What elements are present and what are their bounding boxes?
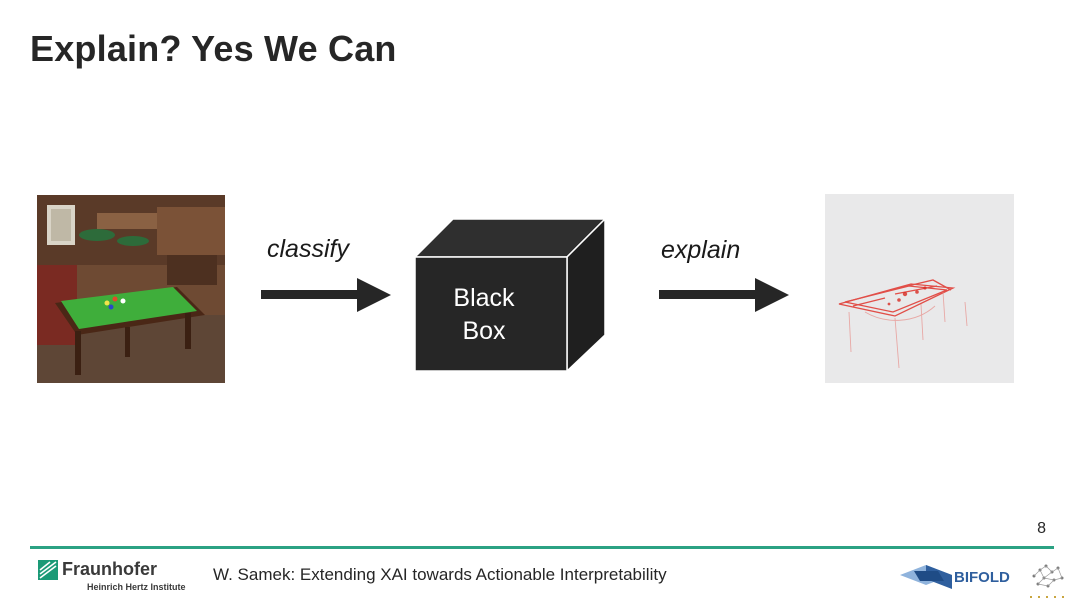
bifold-logo: BIFOLD <box>900 563 1016 591</box>
bifold-mark-icon <box>900 565 952 589</box>
fraunhofer-name: Fraunhofer <box>62 559 158 579</box>
footer-divider <box>30 546 1054 549</box>
footer-citation: W. Samek: Extending XAI towards Actionab… <box>213 565 667 584</box>
bifold-text: BIFOLD <box>954 569 1010 586</box>
page-number: 8 <box>1037 520 1046 537</box>
fraunhofer-subtitle: Heinrich Hertz Institute <box>87 582 186 592</box>
black-box-cube <box>413 217 607 373</box>
fraunhofer-mark-icon <box>38 560 58 580</box>
black-box-label: Black Box <box>416 282 552 348</box>
fraunhofer-logo: Fraunhofer Heinrich Hertz Institute <box>38 559 198 595</box>
explain-label: explain <box>661 236 741 264</box>
slide-title: Explain? Yes We Can <box>30 28 397 69</box>
pool-table-photo <box>37 195 225 383</box>
relevance-heatmap <box>825 194 1014 383</box>
box-label-line-2: Box <box>462 317 506 345</box>
arrow-right-icon <box>659 278 789 312</box>
box-label-line-1: Black <box>453 284 515 312</box>
ellis-logo <box>1030 564 1064 598</box>
arrow-right-icon <box>261 278 391 312</box>
classify-label: classify <box>267 235 349 263</box>
